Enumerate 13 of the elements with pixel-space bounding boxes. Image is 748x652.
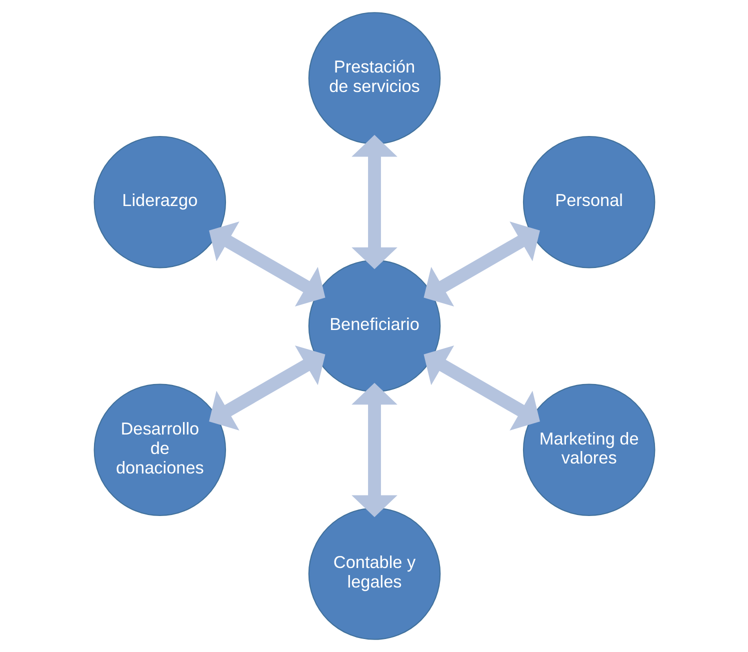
arrow (423, 222, 540, 307)
node-circle: Marketing de valores (522, 384, 655, 516)
node-circle: Personal (522, 136, 655, 268)
node-circle: Beneficiario (308, 260, 440, 392)
arrow (208, 222, 325, 307)
arrow (423, 345, 540, 430)
arrow (351, 134, 397, 270)
node-circle: Desarrollo de donaciones (93, 384, 226, 516)
arrow (351, 382, 397, 518)
node-circle: Prestación de servicios (308, 12, 440, 144)
node-circle: Contable y legales (308, 508, 440, 640)
arrow (208, 345, 325, 430)
node-circle: Liderazgo (93, 136, 226, 268)
